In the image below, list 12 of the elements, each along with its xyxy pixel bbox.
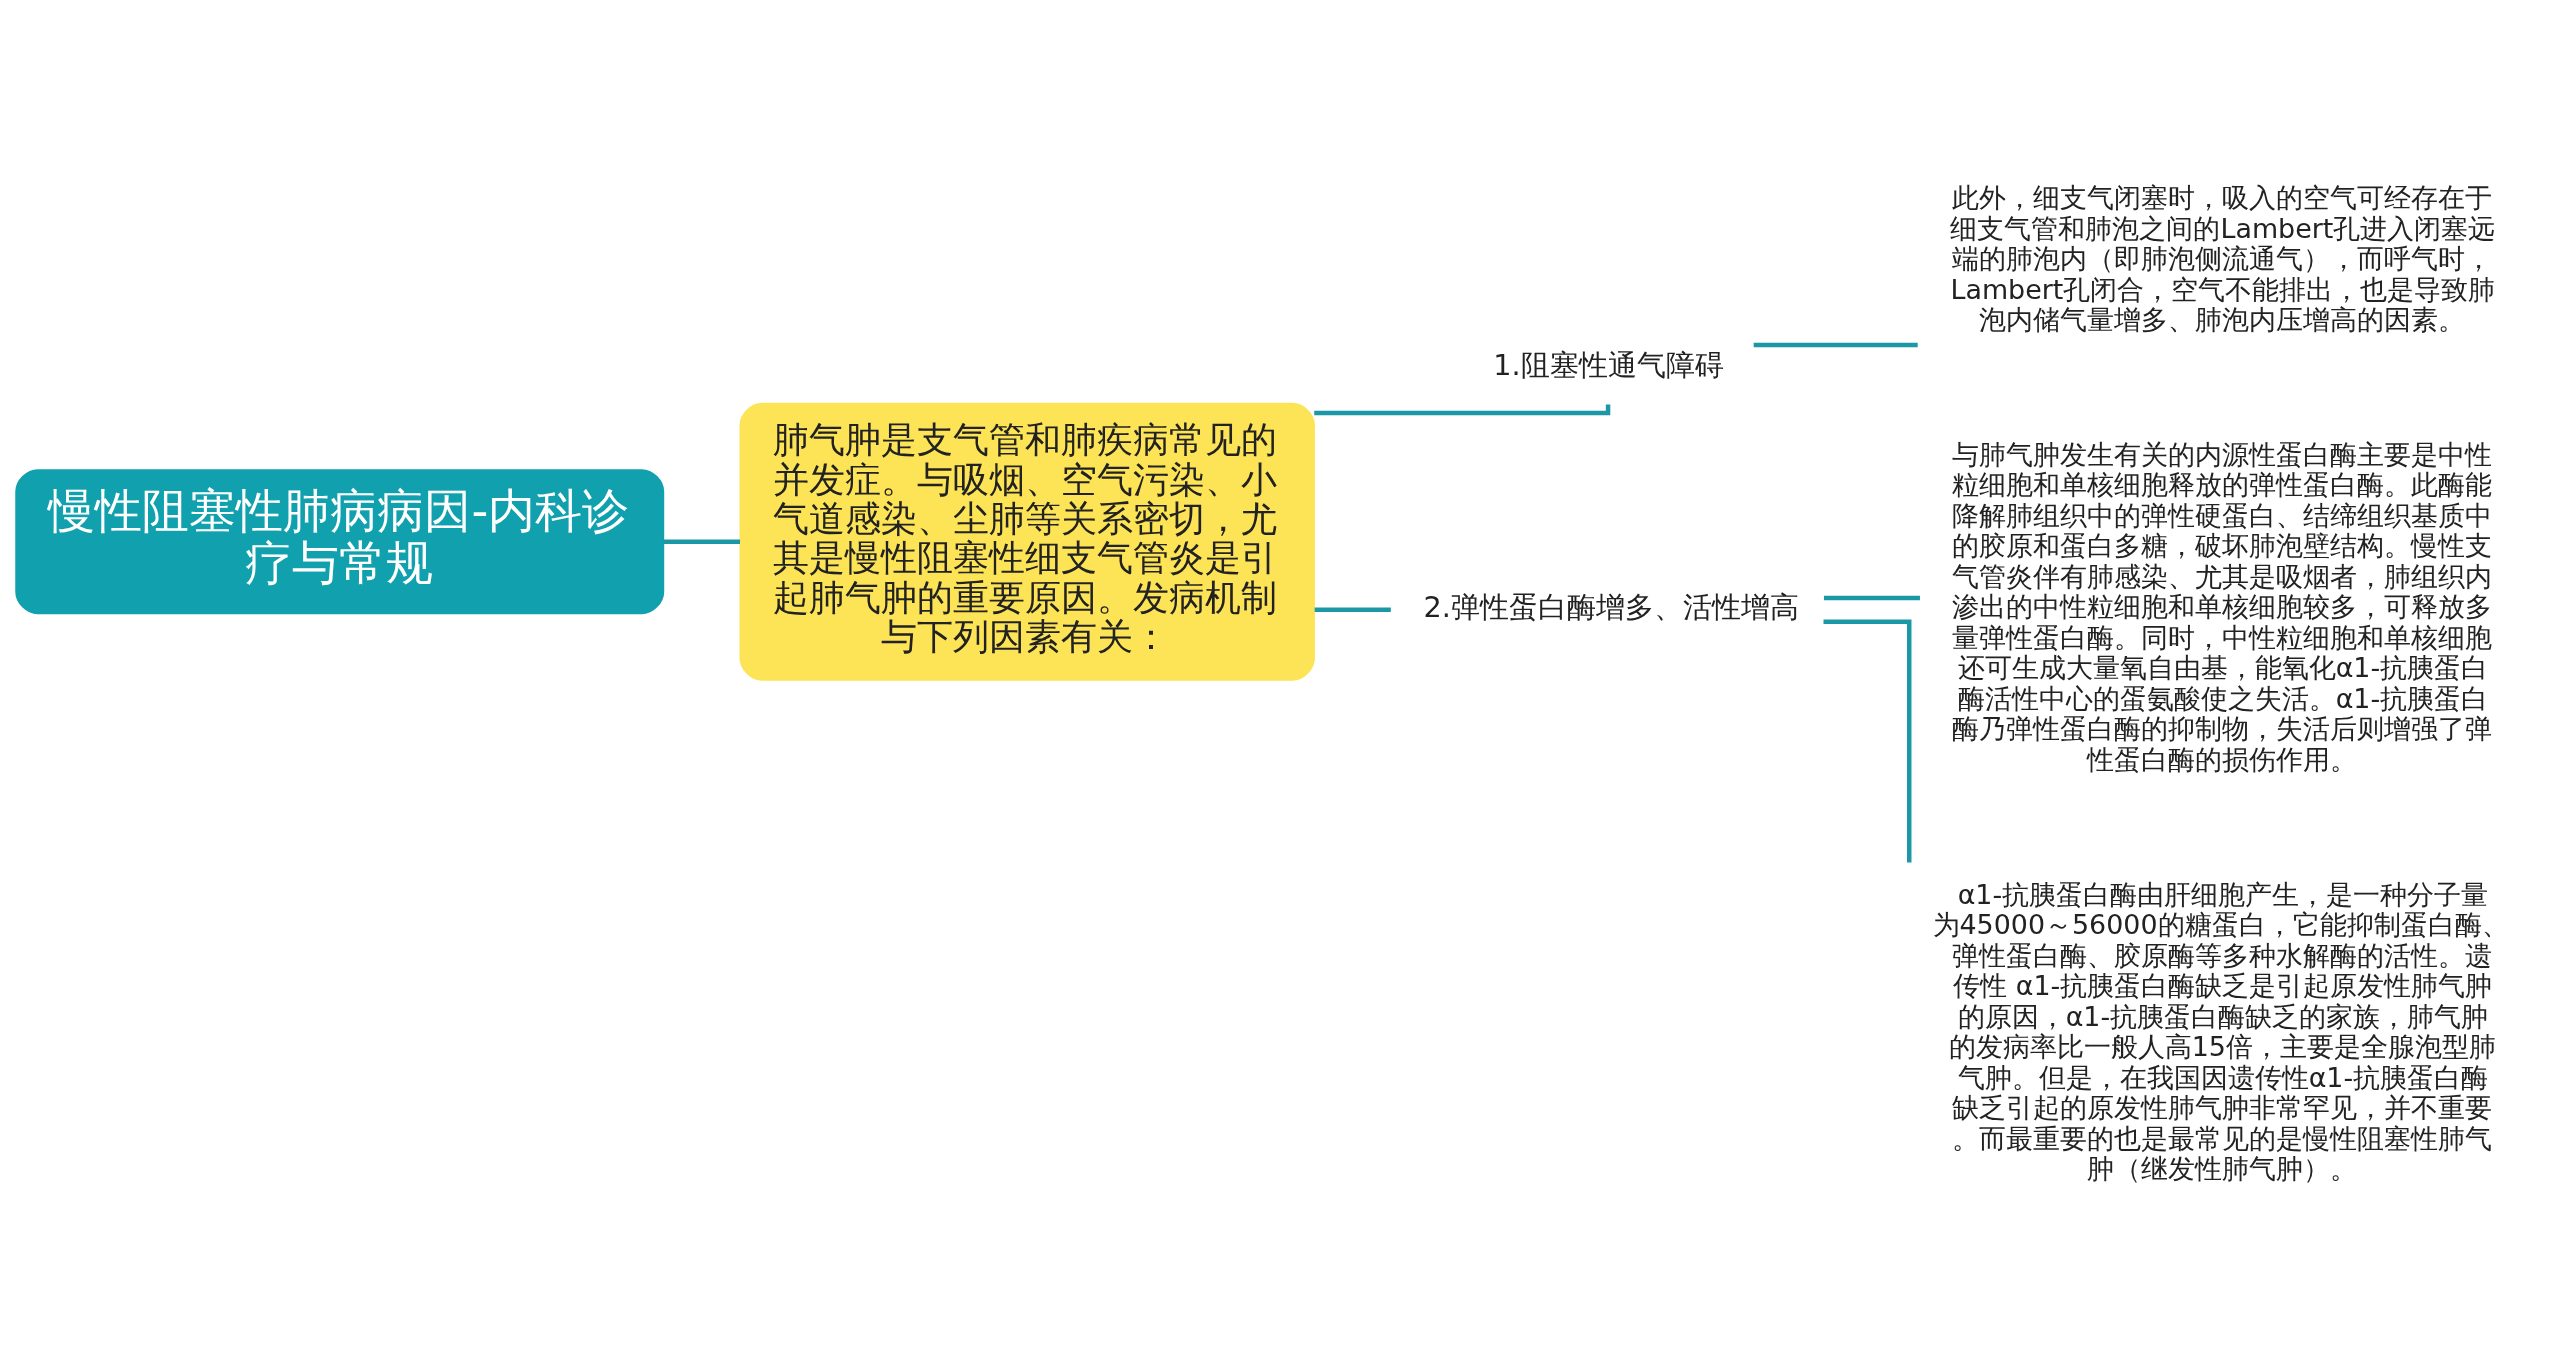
connector	[1823, 595, 1920, 600]
node-text: α1-抗胰蛋白酶由肝细胞产生，是一种分子量为45000～56000的糖蛋白，它能抑制蛋白酶、弹性蛋白酶、胶原酶等多种水解酶的活性。遗传性 α1-抗胰蛋白酶缺乏是引起原发性肺气肿的原因，α1-抗胰蛋白酶缺乏的家族，肺气肿的发病率比一般人高15倍，主要是全腺泡型肺气肿。但是，在我国因遗传性α1-抗胰蛋白酶缺乏引起的原发性肺气肿非常罕见，并不重要。而最重要的也是最常见的是慢性阻塞性肺气肿（继发性肺气肿）。	[1932, 878, 2509, 1184]
node-box: 慢性阻塞性肺病病因-内科诊疗与常规	[15, 468, 665, 614]
connector	[1753, 342, 1918, 347]
node-text: 此外，细支气闭塞时，吸入的空气可经存在于细支气管和肺泡之间的Lambert孔进入闭塞远端的肺泡内（即肺泡侧流通气），而呼气时，Lambert孔闭合，空气不能排出，也是导致肺泡内储气量增多、肺泡内压增高的因素。	[1950, 181, 2496, 335]
connector	[1823, 619, 1912, 863]
node-text: 与肺气肿发生有关的内源性蛋白酶主要是中性粒细胞和单核细胞释放的弹性蛋白酶。此酶能降解肺组织中的弹性硬蛋白、结缔组织基质中的胶原和蛋白多糖，破坏肺泡壁结构。慢性支气管炎伴有肺感染、尤其是吸烟者，肺组织内渗出的中性粒细胞和单核细胞较多，可释放多量弹性蛋白酶。同时，中性粒细胞和单核细胞还可生成大量氧自由基，能氧化α1-抗胰蛋白酶活性中心的蛋氨酸使之失活。α1-抗胰蛋白酶乃弹性蛋白酶的抑制物，失活后则增强了弹性蛋白酶的损伤作用。	[1952, 438, 2493, 775]
node-text: 2.弹性蛋白酶增多、活性增高	[1423, 589, 1799, 624]
node-text: 1.阻塞性通气障碍	[1493, 347, 1724, 382]
connector	[663, 539, 740, 544]
connector	[1314, 607, 1391, 612]
node-box: 肺气肿是支气管和肺疾病常见的并发症。与吸烟、空气污染、小气道感染、尘肺等关系密切，尤其是慢性阻塞性细支气管炎是引起肺气肿的重要原因。发病机制与下列因素有关：	[739, 402, 1315, 681]
